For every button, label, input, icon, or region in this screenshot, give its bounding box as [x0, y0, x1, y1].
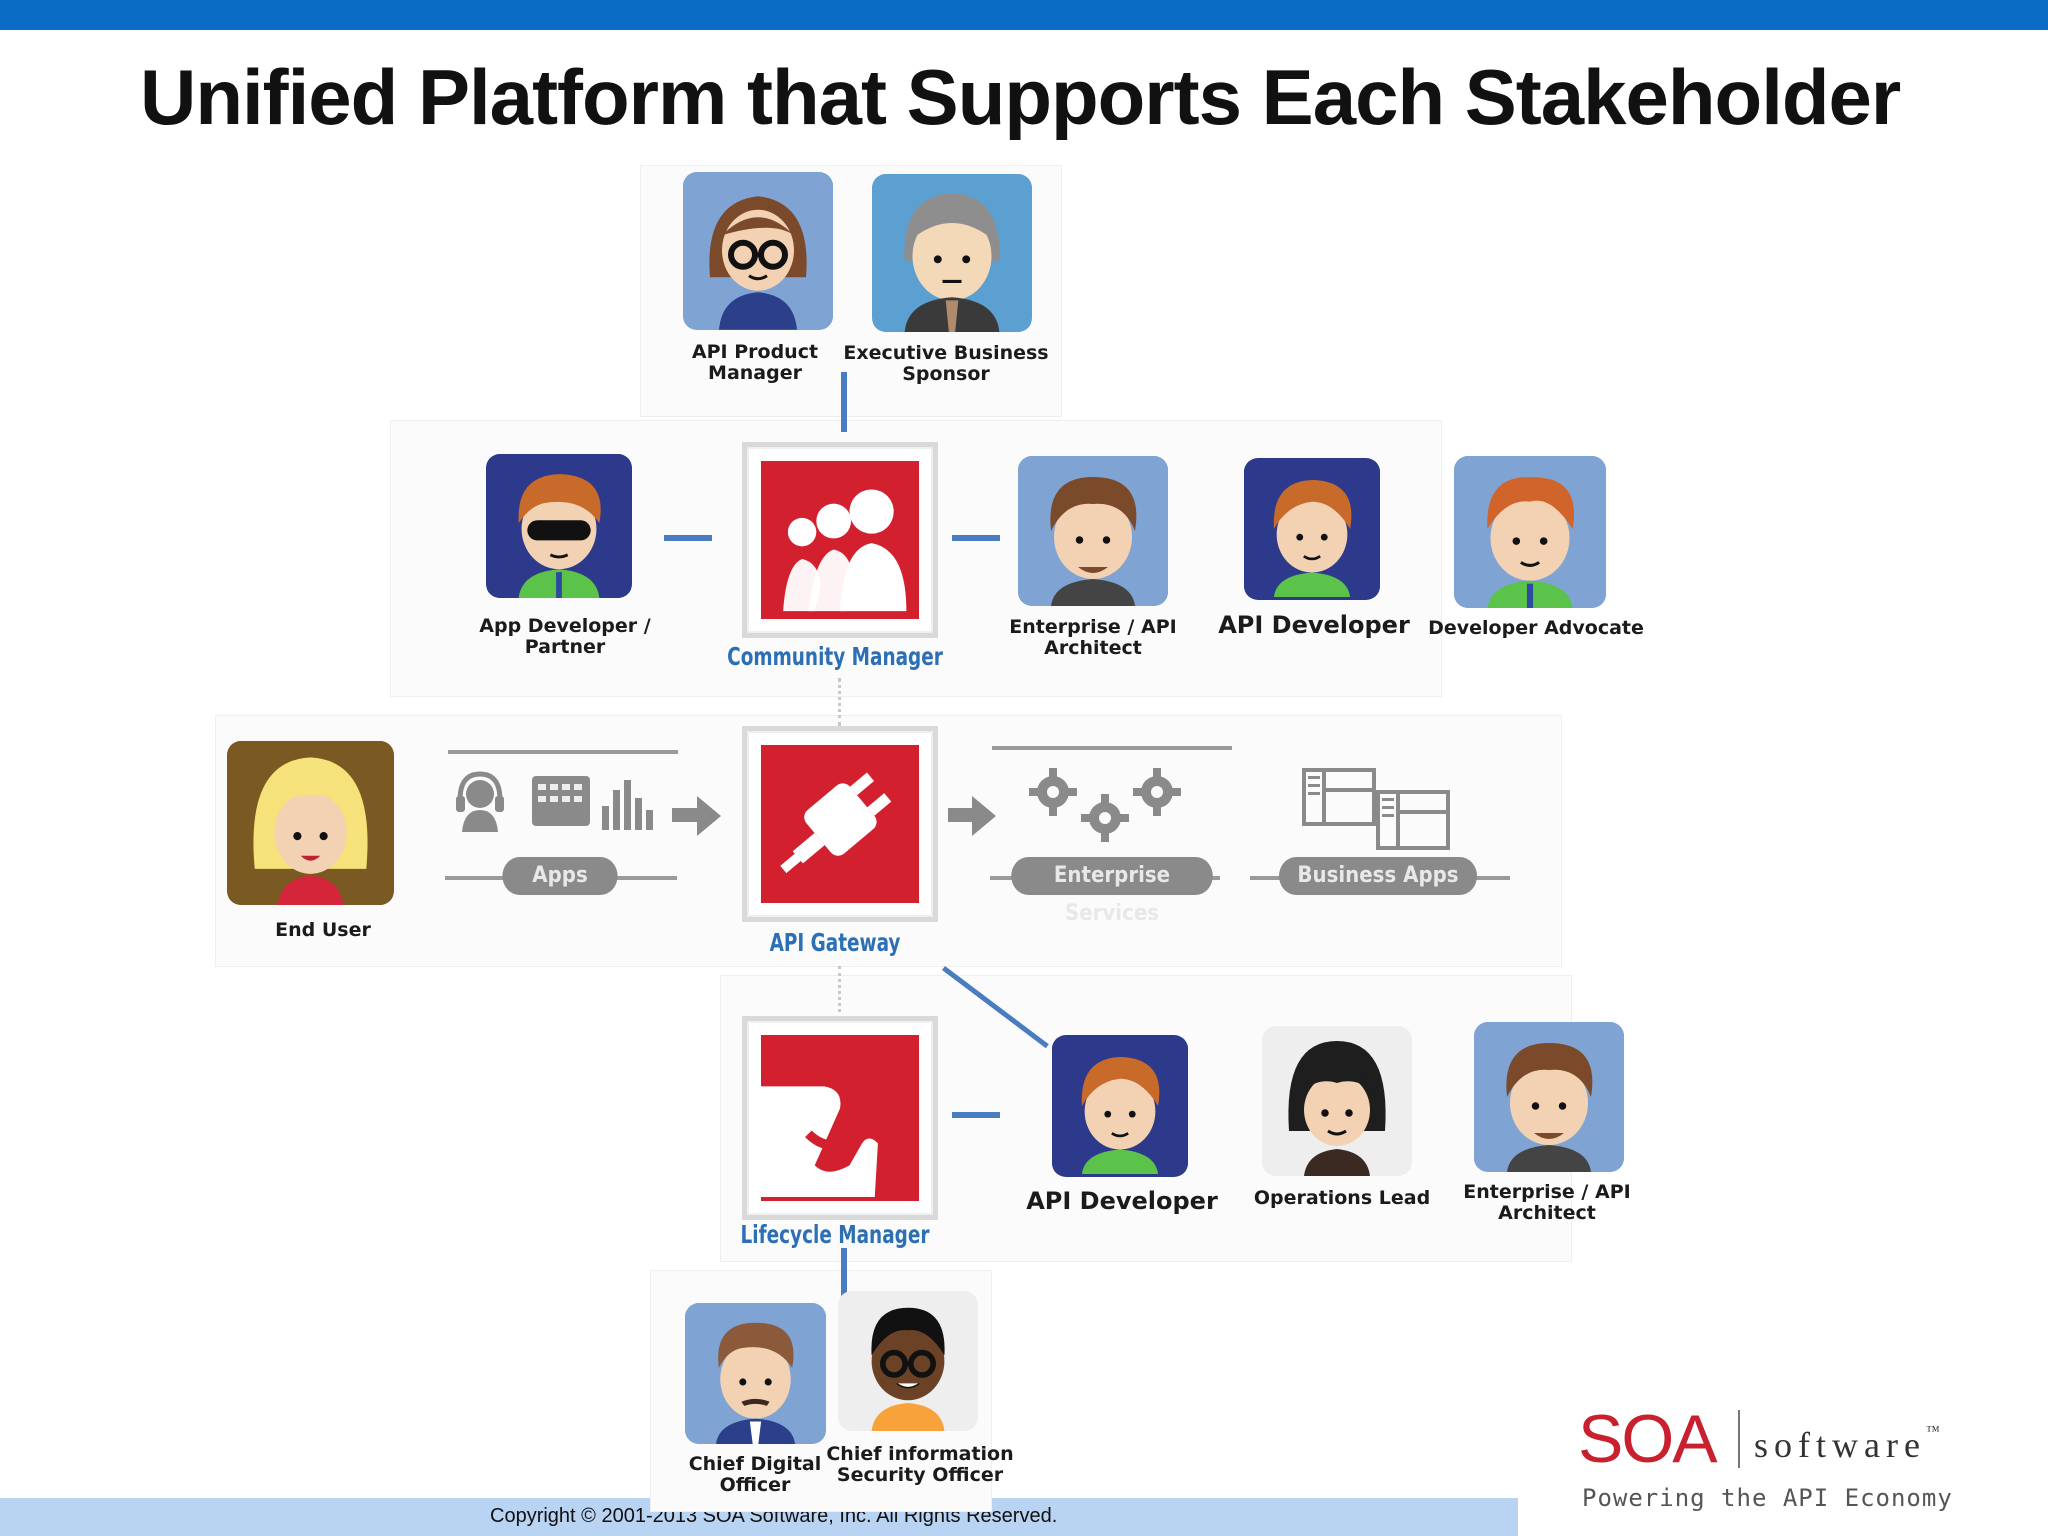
chief-security-officer-avatar-icon — [838, 1291, 978, 1431]
connector-community-right — [952, 535, 1000, 541]
chief-digital-officer-label: Chief Digital Officer — [688, 1453, 822, 1496]
api-developer-bottom-label: API Developer — [1026, 1187, 1218, 1215]
soa-logo-mark: SOA — [1578, 1401, 1718, 1477]
arrow-apps-to-gateway-icon — [697, 796, 721, 836]
apps-top-line — [448, 750, 678, 754]
app-developer-label: App Developer / Partner — [479, 615, 651, 658]
enterprise-architect-bottom-avatar-icon — [1474, 1022, 1624, 1172]
soa-logo-wordmark: software™ — [1754, 1424, 1940, 1465]
calendar-grid-icon — [532, 776, 590, 826]
api-product-manager-avatar-icon — [683, 172, 833, 330]
dotted-connector-1 — [838, 678, 841, 726]
api-product-manager-label: API Product Manager — [691, 341, 819, 384]
arrow-shaft-right — [948, 808, 974, 822]
app-developer-avatar-icon — [486, 454, 632, 598]
lifecycle-manager-product-icon — [742, 1016, 938, 1220]
header-bar — [0, 0, 2048, 30]
end-user-label: End User — [275, 919, 371, 941]
dotted-connector-2 — [838, 966, 841, 1012]
arrow-shaft-left — [672, 808, 698, 822]
enterprise-architect-bottom-label: Enterprise / API Architect — [1463, 1181, 1631, 1224]
api-gateway-product-icon — [742, 726, 938, 922]
operations-lead-label: Operations Lead — [1253, 1187, 1431, 1209]
enterprise-services-pill: Enterprise Services — [1011, 857, 1213, 926]
connector-lifecycle-right — [952, 1112, 1000, 1118]
community-manager-product-icon — [742, 442, 938, 638]
end-user-avatar-icon — [227, 741, 394, 905]
connector-top — [841, 372, 847, 432]
connector-bottom — [841, 1248, 847, 1296]
operations-lead-avatar-icon — [1262, 1026, 1412, 1176]
chief-digital-officer-avatar-icon — [685, 1303, 826, 1444]
developer-advocate-label: Developer Advocate — [1428, 617, 1644, 639]
enterprise-architect-top-label: Enterprise / API Architect — [1009, 616, 1177, 659]
lifecycle-manager-label: Lifecycle Manager — [740, 1220, 930, 1249]
headset-icon — [452, 770, 508, 832]
connector-app-dev — [664, 535, 712, 541]
api-developer-bottom-avatar-icon — [1052, 1035, 1188, 1177]
developer-advocate-avatar-icon — [1454, 456, 1606, 608]
arrow-gateway-to-services-icon — [972, 796, 996, 836]
apps-pill: Apps — [502, 857, 618, 895]
services-top-line — [992, 746, 1232, 750]
soa-logo-tagline: Powering the API Economy — [1582, 1484, 1953, 1512]
business-apps-windows-icon — [1302, 768, 1452, 850]
community-manager-label: Community Manager — [727, 642, 943, 671]
chief-security-officer-label: Chief information Security Officer — [826, 1443, 1014, 1486]
logo-divider — [1738, 1410, 1740, 1468]
api-gateway-label: API Gateway — [769, 928, 901, 957]
executive-sponsor-avatar-icon — [872, 174, 1032, 332]
bar-chart-icon — [600, 780, 654, 830]
enterprise-architect-top-avatar-icon — [1018, 456, 1168, 606]
page-title: Unified Platform that Supports Each Stak… — [140, 53, 1901, 141]
api-developer-top-avatar-icon — [1244, 458, 1380, 600]
business-apps-pill: Business Apps — [1279, 857, 1477, 895]
api-developer-top-label: API Developer — [1218, 611, 1410, 639]
gears-icon — [1025, 764, 1185, 844]
executive-sponsor-label: Executive Business Sponsor — [843, 342, 1049, 385]
